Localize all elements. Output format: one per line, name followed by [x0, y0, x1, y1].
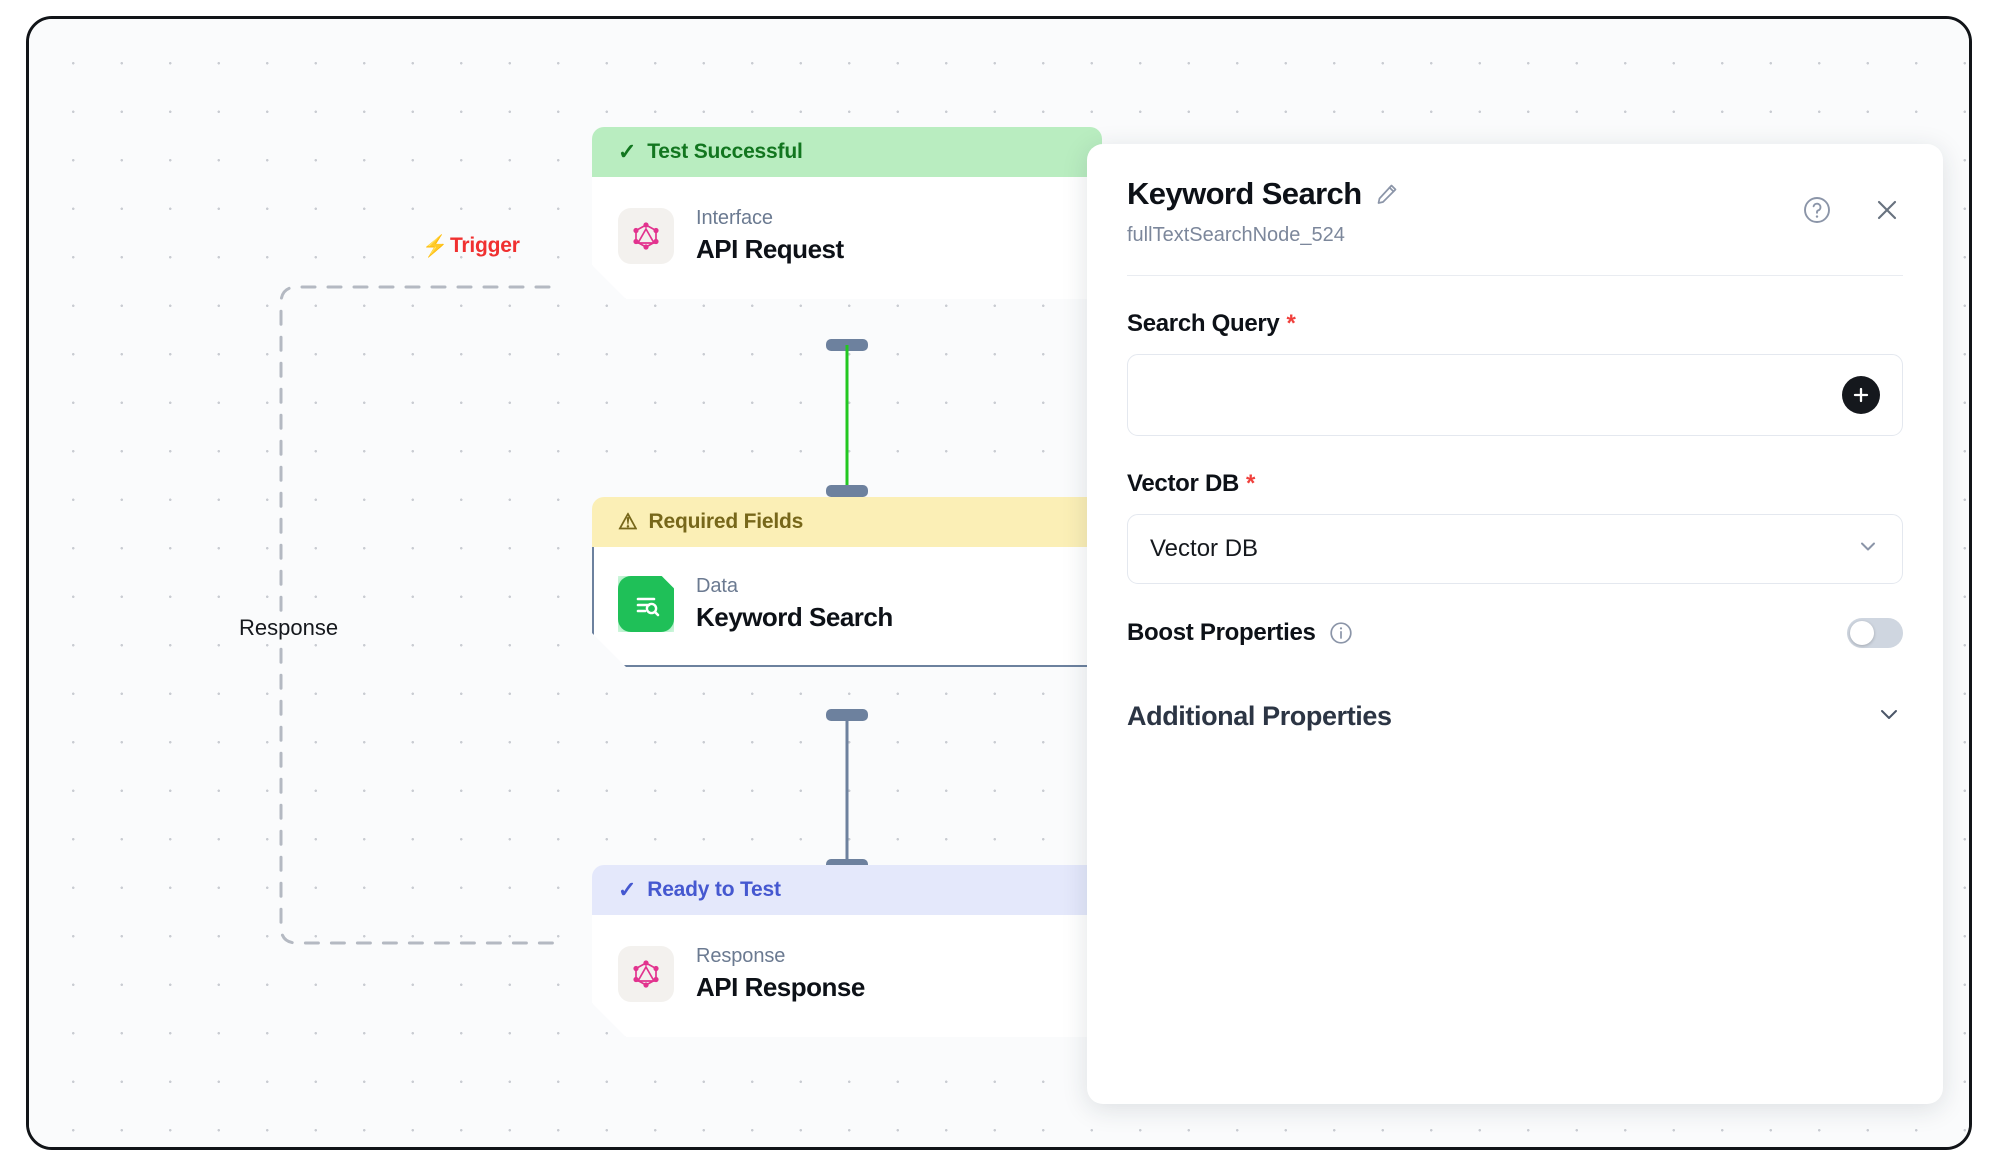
connector-wire	[845, 715, 849, 865]
node-title: Keyword Search	[696, 602, 893, 632]
check-icon: ✓	[618, 877, 637, 902]
trigger-label: ⚡ Trigger	[422, 234, 520, 258]
node-title: API Request	[696, 234, 844, 264]
check-icon: ✓	[618, 139, 637, 164]
field-label: Boost Properties	[1127, 619, 1354, 647]
node-card[interactable]: Data Keyword Search	[592, 547, 1102, 667]
boost-properties-toggle[interactable]	[1847, 618, 1903, 648]
panel-header: Keyword Search fullTextSearchNode_524	[1127, 176, 1903, 247]
field-label-text: Vector DB	[1127, 470, 1240, 497]
field-vector-db: Vector DB * Vector DB	[1127, 470, 1903, 584]
accordion-title: Additional Properties	[1127, 701, 1392, 731]
trigger-label-text: Trigger	[449, 234, 520, 257]
panel-subtitle: fullTextSearchNode_524	[1127, 224, 1345, 246]
plus-icon[interactable]	[1842, 376, 1880, 414]
node-settings-panel: Keyword Search fullTextSearchNode_524	[1087, 144, 1943, 1104]
chevron-down-icon	[1875, 700, 1903, 733]
field-label: Search Query *	[1127, 310, 1903, 338]
panel-title: Keyword Search	[1127, 176, 1362, 211]
info-circle-icon[interactable]	[1328, 620, 1354, 646]
toggle-knob	[1850, 621, 1874, 645]
vector-db-selected-value: Vector DB	[1150, 535, 1259, 562]
response-label: Response	[231, 613, 347, 643]
node-api-request[interactable]: ✓ Test Successful	[592, 127, 1102, 299]
warning-triangle-icon: ⚠	[618, 509, 638, 534]
connector-handle-target[interactable]	[826, 485, 868, 497]
graphql-icon	[618, 946, 674, 1002]
required-asterisk: *	[1286, 310, 1296, 337]
help-circle-icon[interactable]	[1801, 194, 1833, 226]
field-label: Vector DB *	[1127, 470, 1903, 498]
graphql-icon	[618, 208, 674, 264]
panel-divider	[1127, 275, 1903, 276]
node-status-text: Required Fields	[648, 510, 804, 533]
search-query-input[interactable]	[1127, 354, 1903, 436]
field-search-query: Search Query *	[1127, 310, 1903, 436]
connector-search-to-response	[592, 709, 1102, 871]
flow-canvas[interactable]: ⚡ Trigger Response ✓ Test Successful	[29, 19, 1969, 1147]
node-kind: Interface	[696, 207, 773, 229]
node-api-response[interactable]: ✓ Ready to Test	[592, 865, 1102, 1037]
app-frame: ⚡ Trigger Response ✓ Test Successful	[26, 16, 1972, 1150]
field-label-text: Boost Properties	[1127, 619, 1316, 646]
field-label-text: Search Query	[1127, 310, 1280, 337]
close-icon[interactable]	[1871, 194, 1903, 226]
node-title: API Response	[696, 972, 865, 1002]
node-kind: Data	[696, 575, 738, 597]
additional-properties-accordion[interactable]: Additional Properties	[1127, 700, 1903, 733]
node-kind: Response	[696, 945, 786, 967]
node-keyword-search[interactable]: ⚠ Required Fields Data	[592, 497, 1102, 667]
chevron-down-icon	[1856, 534, 1880, 565]
required-asterisk: *	[1246, 470, 1256, 497]
vector-db-select[interactable]: Vector DB	[1127, 514, 1903, 584]
node-status-text: Ready to Test	[647, 878, 781, 901]
node-status-banner-warning: ⚠ Required Fields	[592, 497, 1102, 547]
connector-request-to-search	[592, 339, 1102, 497]
node-status-text: Test Successful	[647, 140, 803, 163]
node-status-banner-ready: ✓ Ready to Test	[592, 865, 1102, 915]
data-search-icon	[618, 576, 674, 632]
node-status-banner-success: ✓ Test Successful	[592, 127, 1102, 177]
node-card[interactable]: Response API Response	[592, 915, 1102, 1037]
connector-wire	[845, 345, 849, 491]
node-card[interactable]: Interface API Request	[592, 177, 1102, 299]
field-boost-properties: Boost Properties	[1127, 618, 1903, 648]
lightning-bolt-icon: ⚡	[422, 234, 448, 258]
pencil-icon[interactable]	[1375, 182, 1399, 206]
